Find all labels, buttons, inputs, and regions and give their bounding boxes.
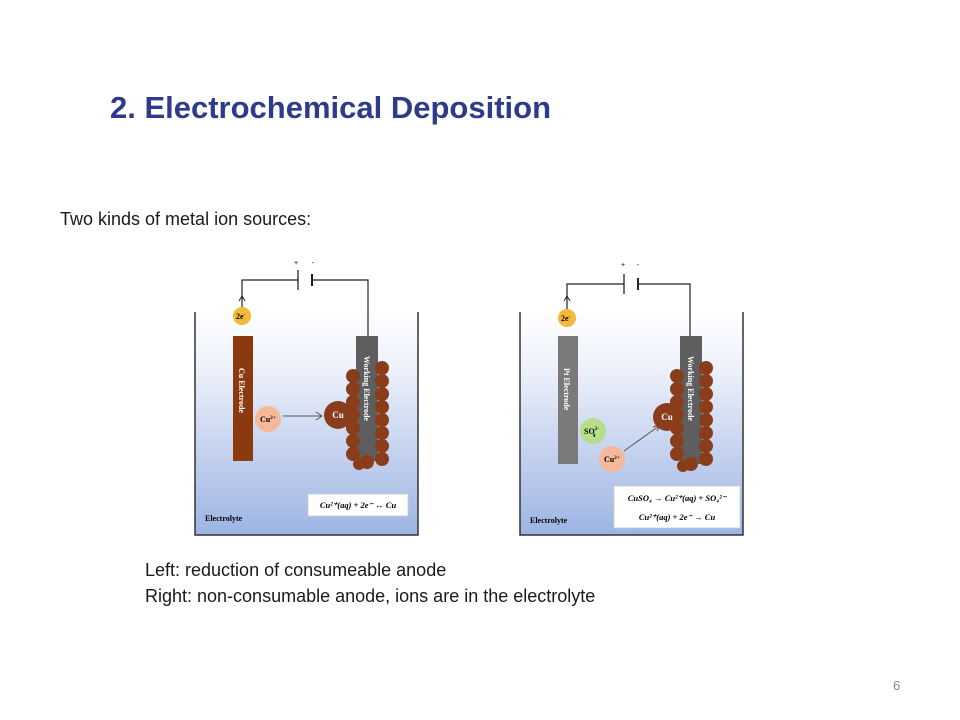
copper-deposit <box>670 361 713 472</box>
cu-ion-ball <box>255 406 281 432</box>
cu-deposit-label: Cu <box>332 410 344 420</box>
battery-minus: - <box>637 262 640 269</box>
equation-right-2: Cu²⁺(aq) + 2e⁻ → Cu <box>639 512 716 522</box>
equation-left: Cu²⁺(aq) + 2e⁻ ↔ Cu <box>320 500 397 510</box>
caption-left: Left: reduction of consumeable anode <box>145 560 447 580</box>
electron-label: 2e- <box>561 314 571 323</box>
pt-electrode <box>558 336 578 464</box>
sulfate-ion-label: SO2-4 <box>584 427 599 439</box>
left-cell-diagram: + - 2e- Cu Electrode Working Electrode C… <box>194 260 419 536</box>
cu-deposit-label: Cu <box>661 412 673 422</box>
sulfate-ion-ball <box>580 418 606 444</box>
electron-arrow <box>563 295 571 308</box>
cu-ion-label: Cu2+ <box>604 455 620 464</box>
cu-electrode-label: Cu Electrode <box>237 368 246 413</box>
beaker-outline <box>519 312 744 536</box>
intro-text: Two kinds of metal ion sources: <box>60 209 312 229</box>
right-cell-diagram: + - 2e- Pt Electrode Working Electrode S… <box>519 262 744 536</box>
electrolyte-label: Electrolyte <box>530 516 568 525</box>
cu-deposit-ball <box>653 403 681 431</box>
working-electrode-label: Working Electrode <box>686 356 695 421</box>
working-electrode-label: Working Electrode <box>362 356 371 421</box>
electron-ball <box>558 309 576 327</box>
cu-deposit-ball <box>324 401 352 429</box>
wire-anode <box>566 283 624 310</box>
battery-plus: + <box>621 262 625 269</box>
electrolyte-label: Electrolyte <box>205 514 243 523</box>
slide-title: 2. Electrochemical Deposition <box>110 90 552 125</box>
working-electrode <box>356 336 378 461</box>
electron-ball <box>233 307 251 325</box>
pt-electrode-label: Pt Electrode <box>562 368 571 411</box>
cu-electrode <box>233 336 253 461</box>
electron-arrow <box>238 295 246 308</box>
equation-box <box>613 485 741 529</box>
equation-right-1: CuSO₄ → Cu²⁺(aq) + SO₄²⁻ <box>628 493 728 503</box>
cu-ion-label: Cu2+ <box>260 415 276 424</box>
cu-ion-ball <box>599 446 625 472</box>
working-electrode <box>680 336 702 464</box>
copper-deposit <box>346 361 389 470</box>
wire-cathode <box>312 279 369 338</box>
equation-box <box>307 493 409 517</box>
battery-minus: - <box>312 260 315 267</box>
wire-cathode <box>638 283 691 338</box>
wire-anode <box>241 279 298 310</box>
beaker-outline <box>194 312 419 536</box>
battery-plus: + <box>294 260 298 267</box>
electron-label: 2e- <box>236 312 246 321</box>
reduction-arrow <box>283 411 323 421</box>
caption-right: Right: non-consumable anode, ions are in… <box>145 586 596 606</box>
page-number: 6 <box>893 678 901 693</box>
